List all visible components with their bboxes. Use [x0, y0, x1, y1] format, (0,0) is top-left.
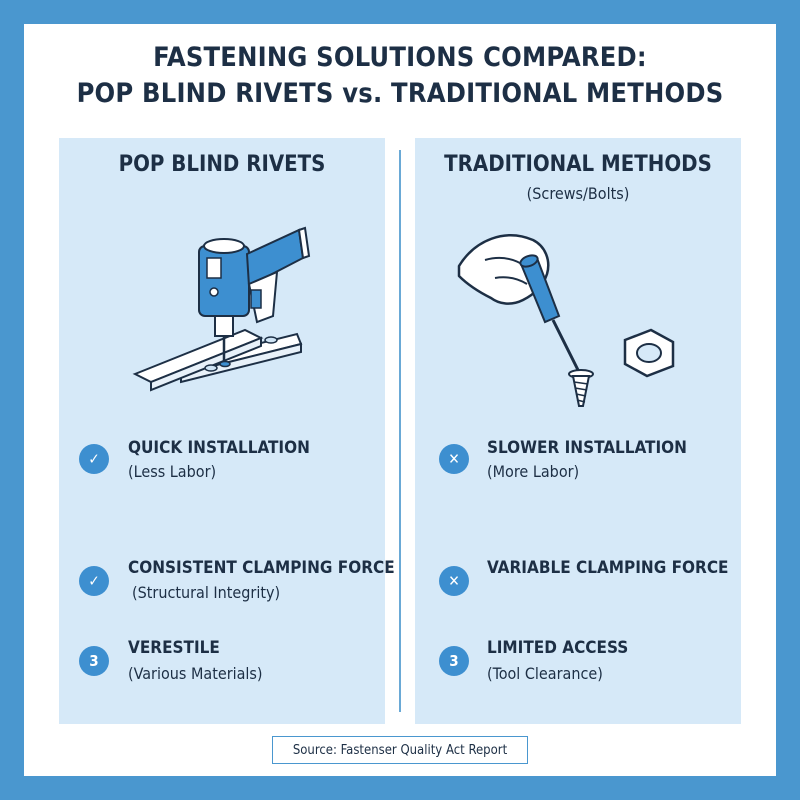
check-icon: ✓: [79, 444, 109, 474]
x-icon: ✕: [439, 444, 469, 474]
traditional-title: TRADITIONAL METHODS: [444, 152, 712, 177]
column-divider: [399, 150, 401, 712]
traditional-point-1-heading: SLOWER INSTALLATION: [487, 438, 687, 458]
rivets-point-1-heading: QUICK INSTALLATION: [128, 438, 310, 458]
number-3-icon: 3: [439, 646, 469, 676]
x-icon: ✕: [439, 566, 469, 596]
rivets-panel: POP BLIND RIVETS ✓ QUICK INSTALLATION (L…: [59, 138, 395, 724]
check-icon: ✓: [79, 566, 109, 596]
rivets-point-2-heading: CONSISTENT CLAMPING FORCE: [128, 558, 395, 578]
title-line-1: FASTENING SOLUTIONS COMPARED:: [153, 42, 647, 73]
traditional-point-2-heading: VARIABLE CLAMPING FORCE: [487, 558, 729, 578]
rivets-title: POP BLIND RIVETS: [118, 152, 326, 177]
rivets-point-1-detail: (Less Labor): [128, 462, 217, 481]
traditional-point-3-heading: LIMITED ACCESS: [487, 638, 629, 658]
source-caption: Source: Fastenser Quality Act Report: [272, 736, 528, 764]
number-3-icon: 3: [79, 646, 109, 676]
traditional-point-3-detail: (Tool Clearance): [487, 664, 603, 683]
rivets-point-3-heading: VERESTILE: [128, 638, 220, 658]
traditional-point-1-detail: (More Labor): [487, 462, 580, 481]
rivets-point-3-detail: (Various Materials): [128, 664, 263, 683]
traditional-subtitle: (Screws/Bolts): [526, 184, 630, 203]
title-line-2: POP BLIND RIVETS vs. TRADITIONAL METHODS: [76, 78, 724, 109]
infographic-title: FASTENING SOLUTIONS COMPARED: POP BLIND …: [0, 40, 800, 112]
screwdriver-screw-nut-icon: [457, 234, 675, 407]
traditional-panel: TRADITIONAL METHODS (Screws/Bolts) ✕ SLO…: [415, 138, 741, 724]
rivet-gun-icon: [132, 226, 311, 392]
rivets-point-2-detail: (Structural Integrity): [132, 583, 281, 602]
